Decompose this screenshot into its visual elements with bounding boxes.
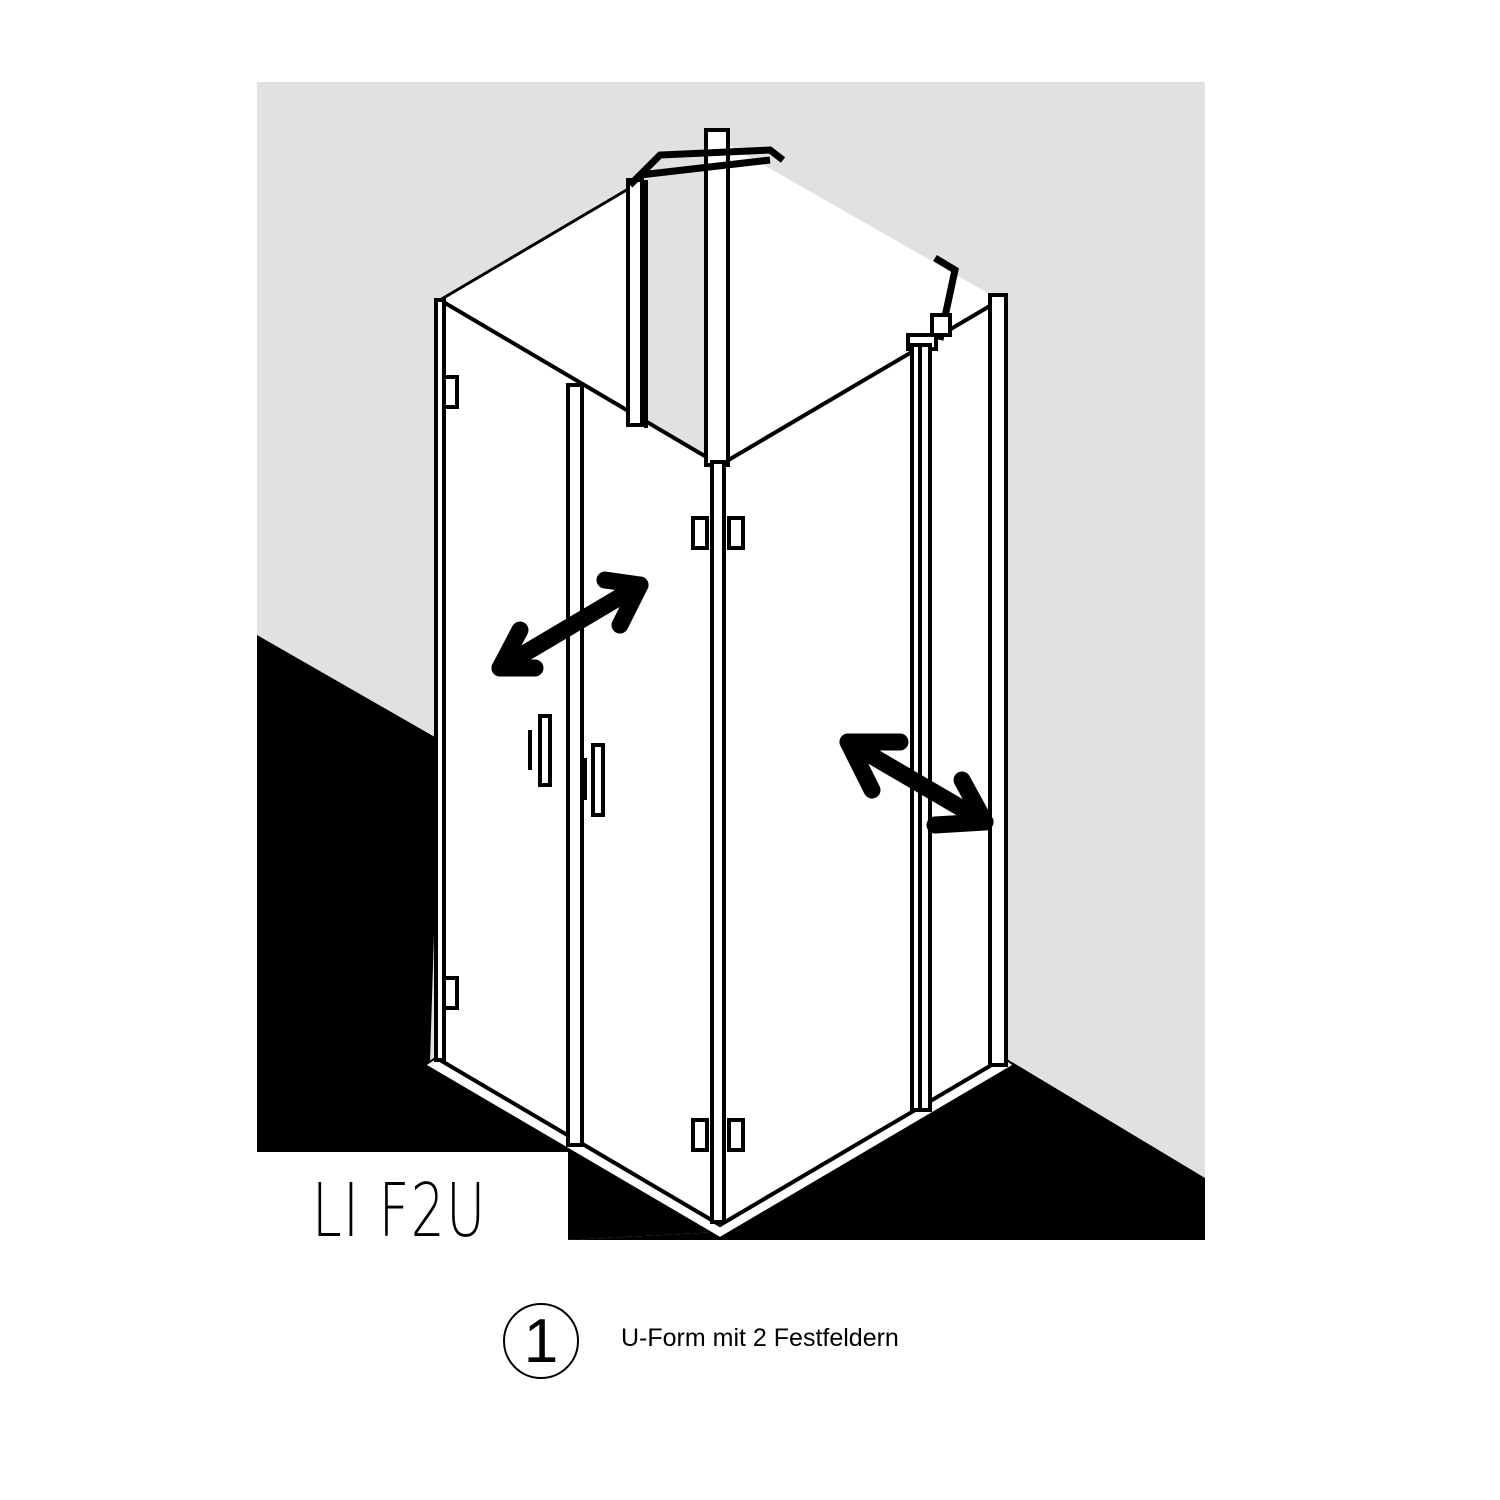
hinge-icon xyxy=(442,375,459,409)
door-handle-icon xyxy=(538,714,552,787)
hinge-icon xyxy=(727,516,745,550)
double-arrow-swing-door-icon xyxy=(491,571,649,677)
caption-text: U-Form mit 2 Festfeldern xyxy=(621,1324,899,1352)
hinge-icon xyxy=(691,1118,709,1152)
model-label: LI F2U xyxy=(312,1168,487,1254)
caption-number-circle: 1 xyxy=(503,1303,579,1379)
profiles xyxy=(434,128,1008,1224)
floor-left xyxy=(257,635,720,1240)
hinge-icon xyxy=(727,1118,745,1152)
door-handle-icon xyxy=(591,743,605,817)
double-arrow-swing-door-right-icon xyxy=(839,733,994,834)
hinge-icon xyxy=(442,976,459,1010)
label-box xyxy=(257,1152,568,1240)
floor-right xyxy=(568,1062,1205,1240)
hinge-icon xyxy=(691,516,709,550)
